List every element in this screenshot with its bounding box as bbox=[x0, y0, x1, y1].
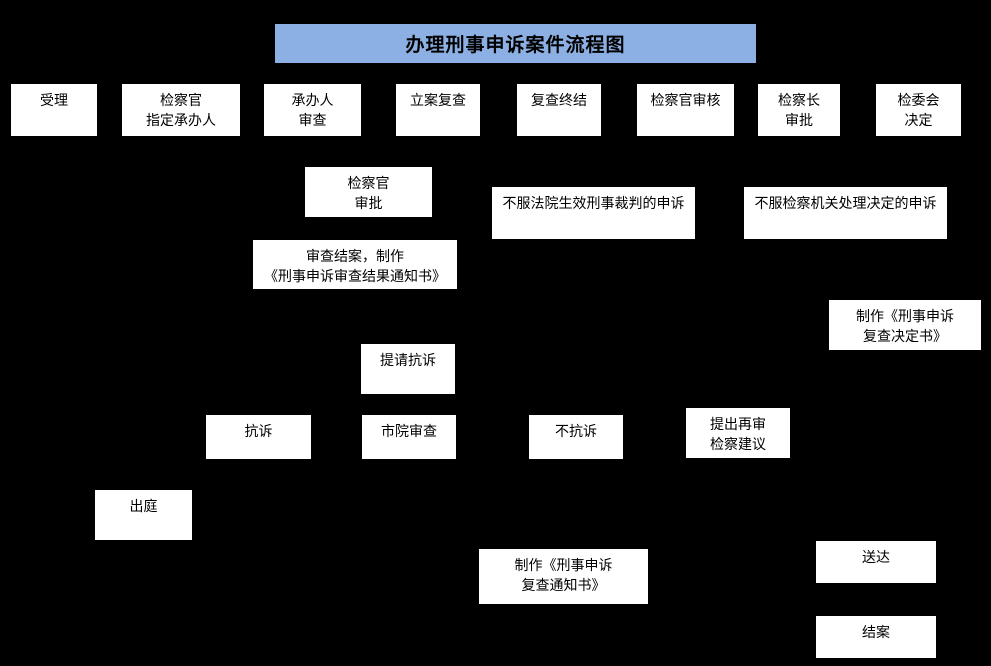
flow-node-label: 检察官 bbox=[160, 93, 202, 109]
flow-node-label: 决定 bbox=[904, 113, 933, 130]
flow-node-label: 审批 bbox=[354, 196, 383, 213]
flow-node-jianchaguan-shenpi[interactable]: 检察官审批 bbox=[305, 167, 432, 217]
flow-node-fucha-zhongjie[interactable]: 复查终结 bbox=[517, 84, 601, 136]
flow-node-label: 不服法院生效刑事裁判的申诉 bbox=[502, 196, 685, 212]
flow-node-label: 《刑事申诉审查结果通知书》 bbox=[264, 269, 446, 286]
flow-node-label: 立案复查 bbox=[410, 93, 466, 109]
flow-node-label: 复查决定书》 bbox=[863, 329, 947, 346]
flow-node-tichu-zaishen[interactable]: 提出再审检察建议 bbox=[686, 408, 790, 458]
flow-node-label: 出庭 bbox=[129, 499, 158, 515]
flow-node-bufu-jianchajiguan[interactable]: 不服检察机关处理决定的申诉 bbox=[744, 187, 947, 239]
flow-node-tiqing-kangsu[interactable]: 提请抗诉 bbox=[361, 344, 455, 394]
flow-node-label: 不服检察机关处理决定的申诉 bbox=[754, 196, 937, 212]
flow-node-label: 送达 bbox=[862, 550, 890, 566]
diagram-title: 办理刑事申诉案件流程图 bbox=[275, 24, 756, 63]
flow-node-label: 抗诉 bbox=[244, 424, 273, 440]
flow-node-label: 制作《刑事申诉 bbox=[856, 309, 954, 325]
flow-node-label: 结案 bbox=[862, 625, 890, 641]
flow-node-label: 检察建议 bbox=[710, 437, 766, 454]
flow-node-songda[interactable]: 送达 bbox=[816, 541, 936, 583]
flow-node-bufu-fayuan[interactable]: 不服法院生效刑事裁判的申诉 bbox=[492, 187, 695, 239]
flow-node-label: 复查终结 bbox=[531, 93, 587, 109]
flow-node-kangsu[interactable]: 抗诉 bbox=[206, 415, 311, 459]
flow-node-shiyuan-shencha[interactable]: 市院审查 bbox=[362, 415, 456, 459]
flow-node-label: 审查结案，制作 bbox=[306, 249, 404, 265]
flow-node-label: 受理 bbox=[40, 93, 68, 109]
flow-node-jianchaguan-shenhe[interactable]: 检察官审核 bbox=[637, 84, 734, 136]
flow-node-zhizuo-fucha-tongzhi[interactable]: 制作《刑事申诉复查通知书》 bbox=[479, 549, 648, 604]
flow-node-label: 承办人 bbox=[291, 93, 334, 109]
flow-node-jianchaguan-zhiding[interactable]: 检察官指定承办人 bbox=[122, 84, 240, 136]
flow-node-label: 不抗诉 bbox=[555, 424, 597, 440]
flow-node-jianchazhang-shenpi[interactable]: 检察长审批 bbox=[758, 84, 840, 136]
flow-node-zhizuo-fucha-jueding[interactable]: 制作《刑事申诉复查决定书》 bbox=[829, 300, 981, 350]
flow-node-label: 检察长 bbox=[778, 93, 820, 109]
flow-node-label: 复查通知书》 bbox=[521, 578, 606, 595]
flow-node-label: 检察官审核 bbox=[650, 93, 721, 109]
flow-node-jianweihui-jueding[interactable]: 检委会决定 bbox=[876, 84, 961, 136]
flow-node-label: 市院审查 bbox=[381, 424, 437, 440]
flow-node-label: 审批 bbox=[785, 113, 813, 130]
flow-node-label: 检委会 bbox=[897, 93, 940, 109]
flow-node-shencha-jiean[interactable]: 审查结案，制作《刑事申诉审查结果通知书》 bbox=[253, 240, 457, 289]
flow-node-label: 检察官 bbox=[347, 176, 390, 192]
flow-node-jiean[interactable]: 结案 bbox=[816, 616, 936, 658]
flow-node-label: 提请抗诉 bbox=[380, 353, 436, 369]
flow-node-chuting[interactable]: 出庭 bbox=[95, 490, 192, 540]
flow-node-label: 指定承办人 bbox=[146, 113, 216, 130]
flow-node-shouli[interactable]: 受理 bbox=[11, 84, 97, 136]
flow-node-label: 制作《刑事申诉 bbox=[514, 558, 613, 574]
flow-node-label: 审查 bbox=[298, 113, 327, 130]
flow-node-label: 提出再审 bbox=[710, 417, 766, 433]
flow-node-chengbanren-shencha[interactable]: 承办人审查 bbox=[264, 84, 361, 136]
flow-node-lian-fucha[interactable]: 立案复查 bbox=[396, 84, 480, 136]
flow-node-bu-kangsu[interactable]: 不抗诉 bbox=[529, 415, 623, 459]
